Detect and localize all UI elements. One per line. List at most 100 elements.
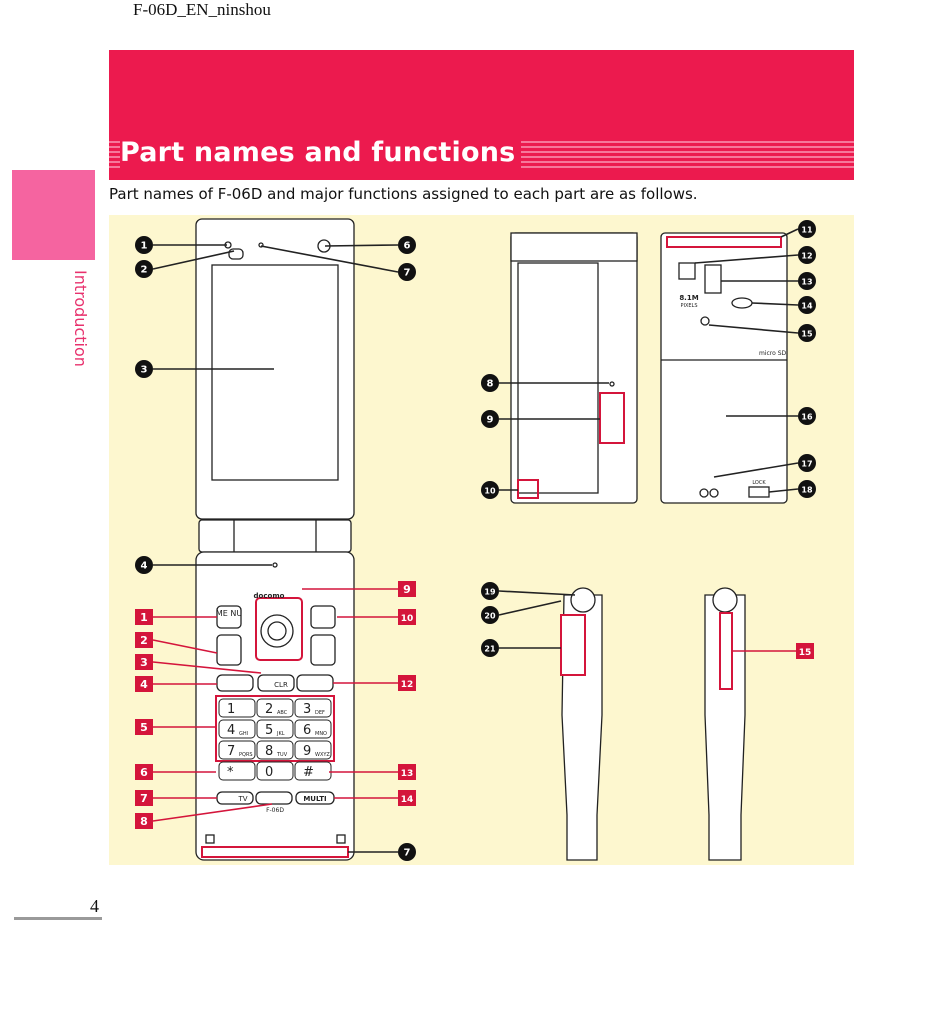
section-banner: Part names and functions (109, 50, 854, 180)
clr-key-label: CLR (274, 681, 288, 689)
camera-pixels-label: 8.1M (679, 294, 698, 302)
keypad-frame (215, 695, 335, 762)
keypad-key-digit: 3 (303, 702, 311, 717)
callout-marker-circle (398, 236, 416, 254)
callout-marker-circle (798, 296, 816, 314)
page-number: 4 (90, 896, 99, 916)
phone-closed-back: 8.1M PIXELS micro SD LOCK (660, 232, 788, 504)
callout-marker-circle (798, 480, 816, 498)
multi-key-label: MULTI (303, 795, 326, 803)
callout-marker-square (135, 790, 153, 806)
callout-marker-circle (798, 220, 816, 238)
mail-key (216, 634, 242, 666)
callout-line (498, 590, 576, 596)
callout-marker-square (398, 675, 416, 691)
intro-text: Part names of F-06D and major functions … (109, 185, 698, 203)
callout-number: 7 (404, 268, 411, 279)
microphone (272, 562, 278, 568)
callout-marker-square (398, 790, 416, 806)
keypad-key-digit: 4 (227, 723, 235, 738)
camera-pixels-caption: PIXELS (680, 303, 697, 309)
camera-key (310, 605, 336, 629)
clear-key (257, 674, 295, 692)
keypad-key (218, 740, 256, 760)
callout-marker-circle (398, 263, 416, 281)
callout-line (708, 324, 799, 334)
callout-line (324, 244, 399, 247)
main-display (211, 264, 339, 481)
callout-line (260, 245, 399, 273)
keypad-key (256, 740, 294, 760)
callout-number: 17 (801, 460, 812, 469)
callout-line (498, 600, 562, 616)
speaker (731, 297, 753, 309)
enter-key (267, 621, 287, 641)
callout-line (768, 488, 799, 493)
callout-marker-circle (481, 481, 499, 499)
brand-label: docomo (254, 592, 285, 600)
page-number-rule (14, 917, 102, 920)
callout-number: 3 (140, 656, 148, 669)
strap-hole-right (336, 834, 346, 844)
callout-marker-circle (398, 843, 416, 861)
callout-line (152, 639, 218, 654)
callout-marker-square (135, 719, 153, 735)
callout-number: 13 (401, 769, 414, 779)
callout-number: 5 (140, 721, 148, 734)
callout-number: 19 (484, 588, 496, 597)
callout-marker-circle (798, 407, 816, 425)
callout-number: 4 (141, 561, 148, 572)
keypad-key-digit: 2 (265, 702, 273, 717)
callout-number: 12 (401, 680, 414, 690)
callout-marker-square (135, 654, 153, 670)
callout-marker-circle (135, 236, 153, 254)
i-appli-key (310, 634, 336, 666)
callout-marker-circle (798, 246, 816, 264)
keypad-key-digit: 1 (227, 702, 235, 717)
model-label: F-06D (266, 807, 284, 814)
callout-number: 15 (801, 330, 813, 339)
phone-side-left (560, 587, 603, 861)
felica-mark (700, 316, 710, 326)
keypad-key (256, 761, 294, 781)
callout-number: 3 (141, 365, 148, 376)
hinge (198, 519, 352, 553)
callout-marker-square (135, 813, 153, 829)
keypad-key (294, 719, 332, 739)
callout-marker-circle (481, 410, 499, 428)
keypad-key-digit: 8 (265, 744, 273, 759)
callout-line (751, 302, 799, 306)
callout-line (713, 462, 799, 478)
callout-number: 2 (141, 265, 148, 276)
callout-marker-circle (481, 374, 499, 392)
callout-marker-circle (798, 272, 816, 290)
callout-number: 18 (801, 486, 813, 495)
callout-marker-circle (481, 639, 499, 657)
callout-number: 10 (401, 614, 414, 624)
phone-side-right (704, 587, 746, 861)
lock-label: LOCK (752, 480, 766, 486)
callout-number: 14 (801, 302, 813, 311)
callout-marker-circle (798, 454, 816, 472)
callout-marker-circle (135, 260, 153, 278)
callout-number: 6 (404, 241, 411, 252)
keypad-key-digit: 5 (265, 723, 273, 738)
callout-number: 21 (484, 645, 496, 654)
callout-number: 13 (801, 278, 812, 287)
incoming-led (609, 381, 615, 387)
callout-line (152, 661, 262, 674)
keypad-key-digit: 6 (303, 723, 311, 738)
keypad-key (256, 719, 294, 739)
keypad-key-letters: GHI (239, 731, 248, 737)
callout-number: 9 (487, 415, 494, 426)
callout-line (152, 250, 235, 270)
rear-camera (678, 262, 696, 280)
section-side-label: Introduction (71, 270, 90, 367)
callout-marker-square (135, 632, 153, 648)
menu-key-label: ME NU (216, 609, 242, 618)
callout-number: 6 (140, 766, 148, 779)
callout-line (152, 803, 273, 822)
